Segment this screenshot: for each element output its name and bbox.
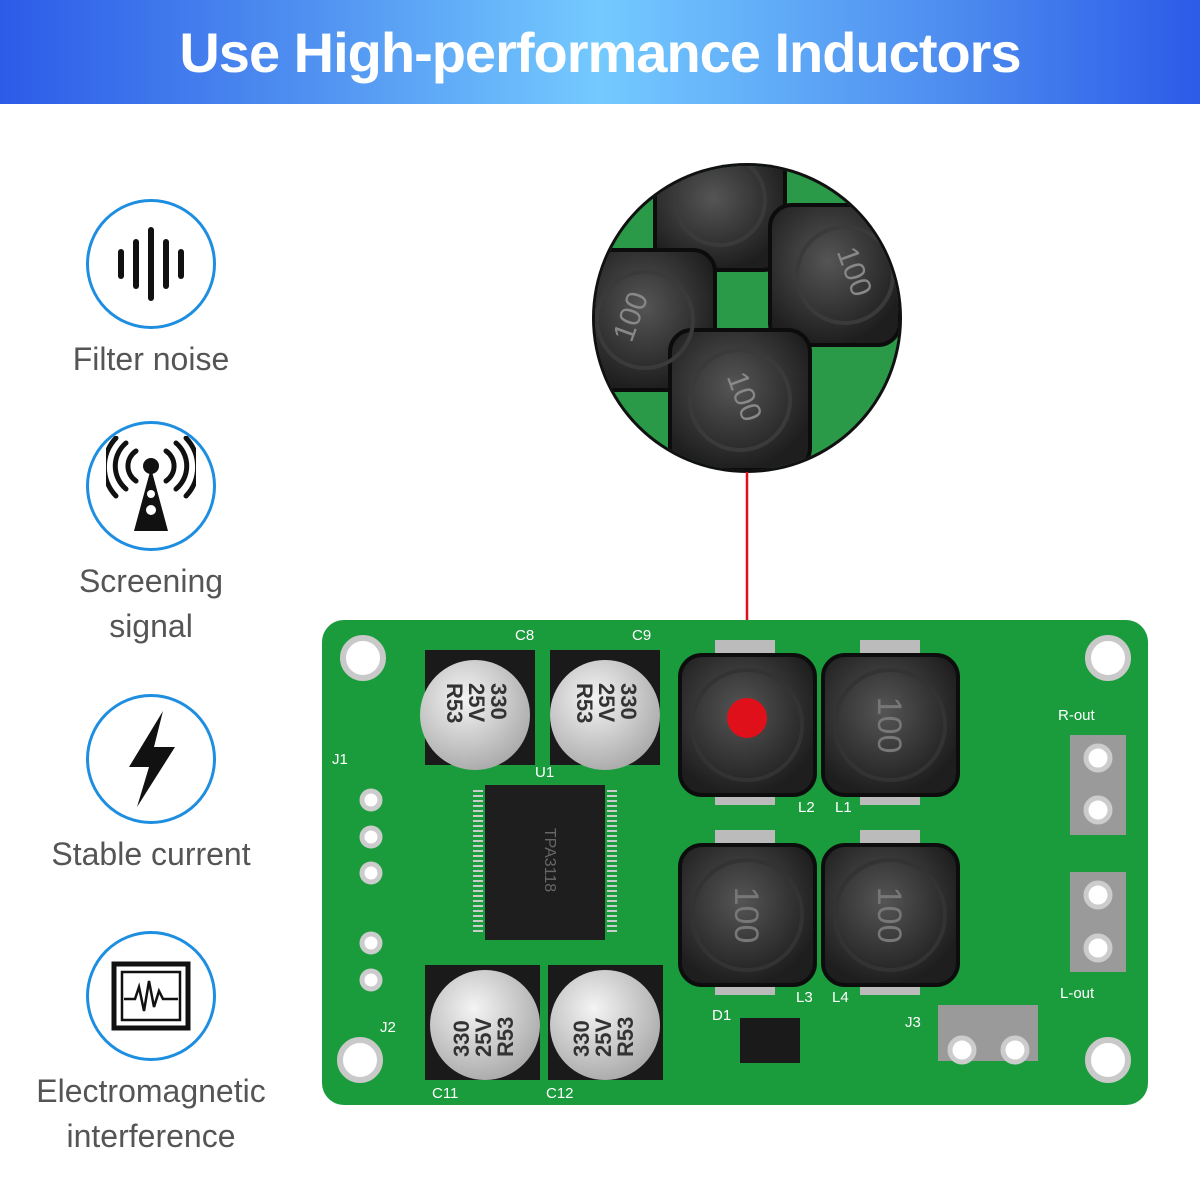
capacitor-marking: 330 — [616, 683, 641, 720]
capacitor-marking: R53 — [442, 683, 467, 723]
label-r-out: R-out — [1058, 707, 1096, 724]
output-terminals — [359, 735, 1126, 1065]
feature-label: Filter noise — [72, 341, 230, 377]
waveform-monitor-icon — [86, 931, 216, 1061]
capacitor-marking: 25V — [464, 683, 489, 722]
feature-label: Stable current — [51, 836, 251, 872]
amplifier-chip: TPA3118 — [473, 785, 617, 940]
feature-label-line: Electromagnetic — [36, 1073, 266, 1109]
feature-screening-signal: Screening signal — [21, 421, 281, 649]
label-c9: C9 — [632, 627, 651, 644]
feature-stable-current: Stable current — [21, 694, 281, 877]
capacitor-marking: 25V — [471, 1018, 496, 1057]
diode — [740, 1018, 800, 1063]
inductors: 100 100 100 — [678, 640, 960, 995]
label-l4: L4 — [832, 989, 849, 1006]
capacitor-marking: 330 — [449, 1020, 474, 1057]
label-l2: L2 — [798, 799, 815, 816]
label-j1: J1 — [332, 751, 348, 768]
feature-label-line: interference — [66, 1118, 236, 1154]
feature-electromagnetic-interference: Electromagnetic interference — [21, 931, 281, 1159]
chip-marking: TPA3118 — [541, 828, 558, 892]
callout-marker-dot — [727, 698, 767, 738]
label-j3: J3 — [905, 1014, 921, 1031]
sound-wave-icon — [86, 199, 216, 329]
feature-label: Screening signal — [21, 559, 281, 649]
label-l-out: L-out — [1060, 985, 1095, 1002]
banner-header: Use High-performance Inductors — [0, 0, 1200, 104]
capacitor-marking: 330 — [486, 683, 511, 720]
lightning-bolt-icon — [86, 694, 216, 824]
label-l3: L3 — [796, 989, 813, 1006]
inductor-marking: 100 — [727, 887, 765, 944]
capacitor-marking: 25V — [594, 683, 619, 722]
capacitor-marking: R53 — [613, 1017, 638, 1057]
inductor-marking: 100 — [870, 887, 908, 944]
feature-label-line: Screening — [78, 563, 224, 599]
feature-label-line: signal — [109, 608, 193, 644]
label-j2: J2 — [380, 1019, 396, 1036]
page-title: Use High-performance Inductors — [179, 20, 1021, 84]
signal-tower-icon — [86, 421, 216, 551]
capacitor-marking: R53 — [572, 683, 597, 723]
magnified-inductors-view: 100 100 100 — [592, 163, 902, 473]
label-c12: C12 — [546, 1085, 574, 1102]
feature-label: Electromagnetic interference — [21, 1069, 281, 1159]
feature-filter-noise: Filter noise — [21, 199, 281, 382]
label-d1: D1 — [712, 1007, 731, 1024]
inductor-marking: 100 — [870, 697, 908, 754]
mounting-holes — [337, 635, 1131, 1083]
label-l1: L1 — [835, 799, 852, 816]
capacitor-marking: 330 — [569, 1020, 594, 1057]
capacitor-marking: 25V — [591, 1018, 616, 1057]
label-c8: C8 — [515, 627, 534, 644]
capacitor-marking: R53 — [493, 1017, 518, 1057]
label-c11: C11 — [432, 1085, 458, 1102]
label-u1: U1 — [535, 764, 554, 781]
